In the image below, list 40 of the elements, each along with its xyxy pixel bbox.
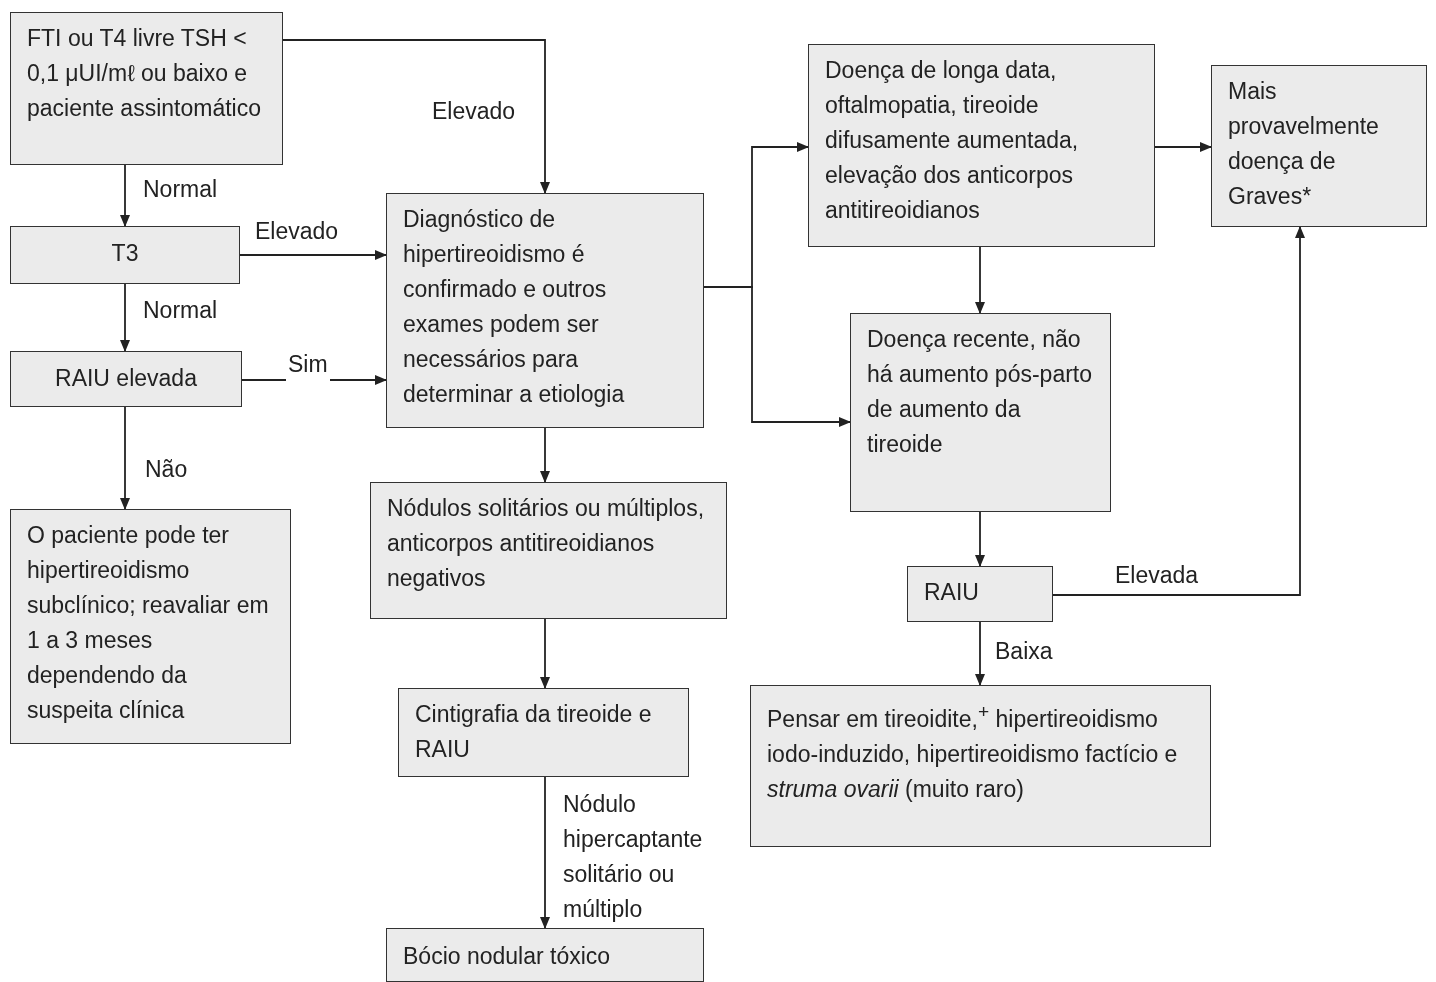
node-text: Cintigrafia da tireoide e RAIU — [415, 700, 653, 764]
node-text: O paciente pode ter hipertireoidismo subclínico; reavaliar em 1 a 3 meses dependendo da suspeita clínica — [27, 521, 270, 725]
process-box — [370, 482, 727, 619]
node-text: Pensar em tireoidite,$^{+}$ hipertireoidismo iodo-induzido, hipertireoidismo factício e struma ovarii (muito raro) — [767, 700, 1179, 804]
arrow — [282, 39, 550, 194]
process-box — [10, 226, 240, 284]
node-text: Bócio nodular tóxico — [403, 942, 612, 971]
arrow — [540, 776, 550, 929]
node-text: Mais provavelmente doença de Graves* — [1228, 77, 1380, 211]
arrow — [703, 286, 851, 427]
process-box — [10, 351, 242, 407]
arrow — [975, 246, 985, 314]
process-box — [386, 193, 704, 428]
arrow — [120, 283, 130, 352]
outcome-box — [386, 928, 704, 982]
process-box — [907, 566, 1053, 622]
process-box — [398, 688, 689, 777]
arrow — [1154, 142, 1212, 152]
arrow — [120, 164, 130, 227]
node-text: Doença recente, não há aumento pós-parto de aumento da tireoide — [867, 325, 1094, 459]
node-text: Diagnóstico de hipertireoidismo é confirmado e outros exames podem ser necessários para determinar a etiologia — [403, 205, 626, 409]
arrow — [540, 427, 550, 483]
arrow — [975, 621, 985, 686]
arrow — [120, 406, 130, 510]
process-box — [808, 44, 1155, 247]
arrow — [975, 511, 985, 567]
outcome-box — [10, 509, 291, 744]
arrow — [239, 250, 387, 260]
process-box — [850, 313, 1111, 512]
outcome-box — [750, 685, 1211, 847]
outcome-box — [1211, 65, 1427, 227]
node-text: Doença de longa data, oftalmopatia, tireoide difusamente aumentada, elevação dos anticorpos antitireoidianos — [825, 56, 1080, 225]
node-text: RAIU — [924, 578, 980, 607]
arrow — [1052, 226, 1305, 596]
node-text: FTI ou T4 livre TSH < 0,1 μUI/mℓ ou baixo e paciente assintomático — [27, 24, 262, 123]
node-text: RAIU elevada — [54, 364, 198, 393]
node-text: T3 — [110, 239, 140, 268]
decision-box — [10, 12, 283, 165]
node-text: Nódulos solitários ou múltiplos, anticorpos antitireoidianos negativos — [387, 494, 706, 593]
arrow — [540, 618, 550, 689]
